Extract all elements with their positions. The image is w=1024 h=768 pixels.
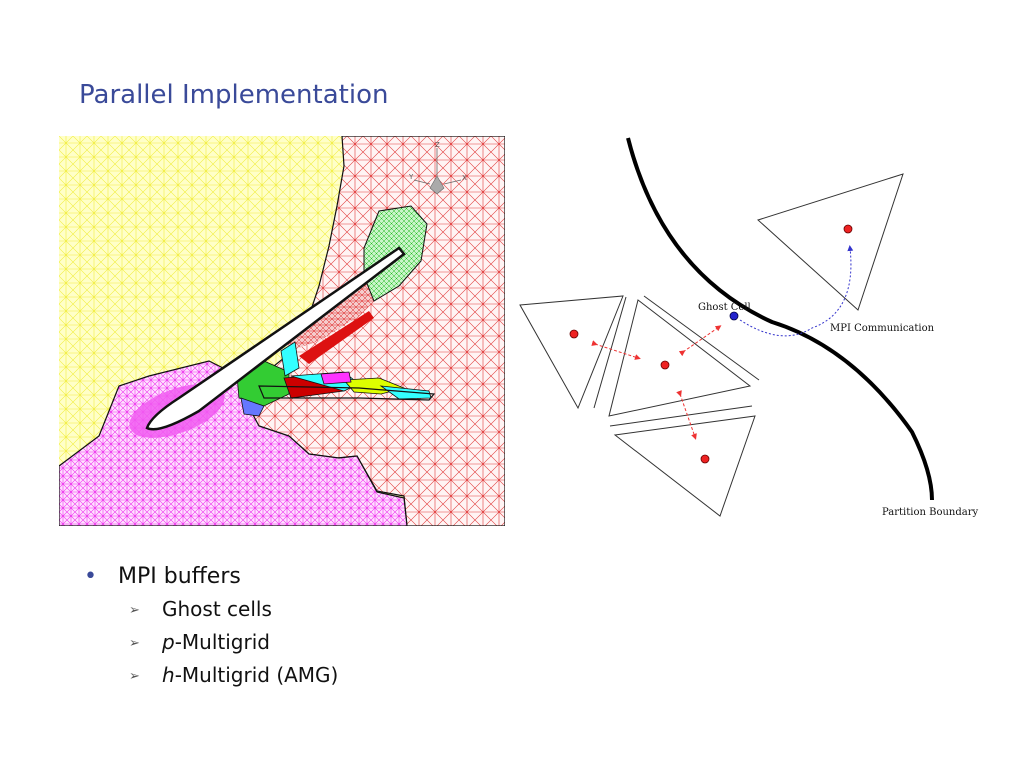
- triangle-left: [519, 295, 627, 410]
- axis-triad-icon: Z Y X: [408, 141, 467, 195]
- triangle-upper-right: [757, 173, 904, 311]
- exchange-arrow-ghost: [678, 325, 722, 357]
- ghost-cell-label: Ghost Cell: [698, 302, 751, 313]
- sub-bullet-text: -Multigrid: [174, 630, 270, 654]
- cell-center-upper-right: [843, 224, 853, 234]
- exchange-arrow-left: [591, 340, 641, 360]
- wing-partition-magenta: [320, 371, 352, 385]
- magenta-partition: [59, 360, 408, 526]
- sub-bullet-h-multigrid: ➢ h-Multigrid (AMG): [84, 660, 338, 693]
- bullet-mpi-buffers-text: MPI buffers: [118, 564, 241, 589]
- axis-label-y: Y: [408, 173, 414, 181]
- slide-title: Parallel Implementation: [79, 80, 389, 110]
- cell-center-bottom: [700, 454, 710, 464]
- bullet-mpi-buffers: • MPI buffers: [84, 562, 338, 594]
- sub-bullet-arrow-icon: ➢: [129, 669, 140, 684]
- axis-label-z: Z: [435, 141, 440, 149]
- sub-bullet-text: -Multigrid (AMG): [174, 663, 339, 687]
- red-strip: [299, 311, 374, 364]
- ghost-cell-center: [729, 311, 739, 321]
- cyan-partition: [280, 341, 300, 377]
- cell-center-left: [569, 329, 579, 339]
- sub-bullet-arrow-icon: ➢: [129, 603, 140, 618]
- ghost-cell-diagram: Ghost Cell MPI Communication Partition B…: [512, 132, 1012, 532]
- sub-bullet-text: Ghost cells: [162, 597, 272, 621]
- mpi-communication-label: MPI Communication: [830, 323, 935, 334]
- triangle-bottom: [609, 405, 756, 517]
- bullet-dot-icon: •: [84, 564, 97, 589]
- sub-bullet-arrow-icon: ➢: [129, 636, 140, 651]
- aircraft-wing: [258, 385, 436, 401]
- bullet-list: • MPI buffers ➢ Ghost cells ➢ p-Multigri…: [84, 562, 338, 693]
- mesh-partition-image: Z Y X: [59, 136, 505, 526]
- aircraft-fuselage: [145, 246, 406, 431]
- sub-bullet-prefix: h: [162, 663, 175, 687]
- blue-partition: [240, 397, 265, 417]
- sub-bullet-prefix: p: [162, 630, 175, 654]
- exchange-arrow-bottom: [676, 390, 697, 440]
- sub-bullet-p-multigrid: ➢ p-Multigrid: [84, 627, 338, 660]
- partition-boundary-label: Partition Boundary: [882, 507, 978, 518]
- axis-label-x: X: [462, 174, 467, 182]
- cell-center-middle: [660, 360, 670, 370]
- mpi-communication-arrow: [739, 245, 854, 337]
- mesh-partition-figure: Z Y X: [59, 136, 505, 526]
- sub-bullet-ghost-cells: ➢ Ghost cells: [84, 594, 338, 627]
- partition-boundary-curve: [626, 137, 934, 501]
